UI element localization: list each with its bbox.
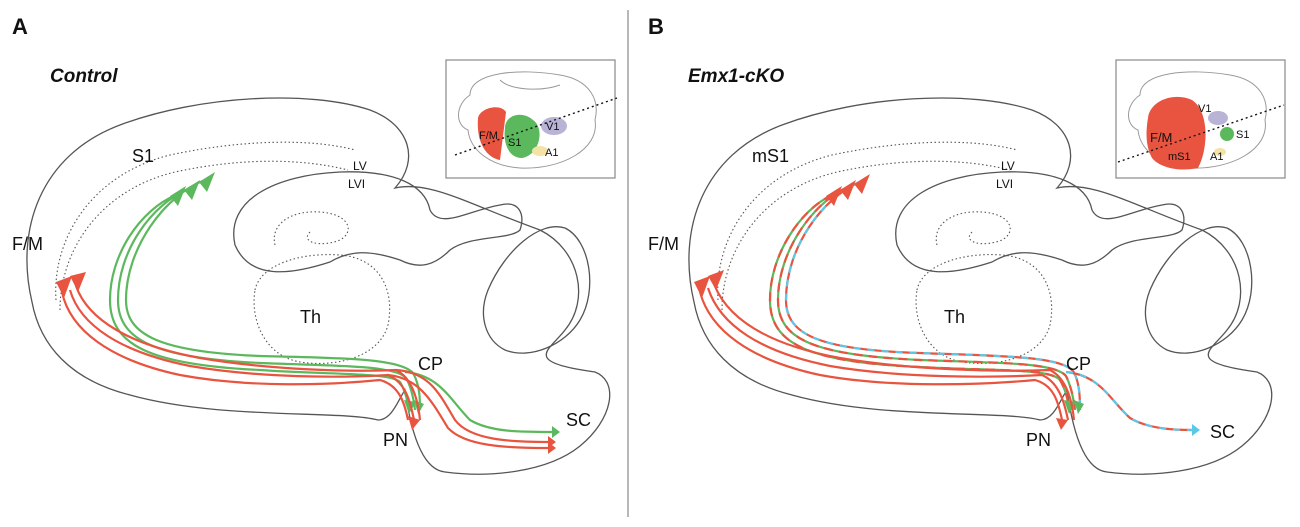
label-th: Th [300,307,321,327]
label-sc: SC [566,410,591,430]
red-projections [694,270,1076,430]
inset-a1-area [1214,148,1226,156]
inset-label-ms1: mS1 [1168,151,1191,163]
inset-a1-area [532,146,548,156]
inset-s1-area [504,114,540,158]
inset-section-line [1117,104,1285,163]
label-pn: PN [1026,430,1051,450]
inset-label-v1: V1 [546,121,559,133]
panel-b-condition: Emx1-cKO [688,66,784,87]
inset-mS1-area [1146,96,1206,170]
inset-label-fm: F/M [479,130,498,142]
label-cp: CP [418,354,443,374]
label-pn: PN [383,430,408,450]
label-lv: LV [1001,159,1015,173]
label-cp: CP [1066,354,1091,374]
label-lvi: LVI [348,177,365,191]
inset-label-fm: F/M [1150,130,1172,145]
label-th: Th [944,307,965,327]
label-lv: LV [353,159,367,173]
label-sc: SC [1210,422,1235,442]
panel-a-condition: Control [50,66,118,87]
inset-s1-area [1220,127,1234,141]
inset-label-a1: A1 [1210,151,1223,163]
inset-label-a1: A1 [545,147,558,159]
panel-b-letter: B [648,14,664,39]
panel-a: A Control S1 F/M LV LVI Th CP PN SC F/M … [12,14,618,475]
inset-label-s1: S1 [508,137,521,149]
label-fm: F/M [648,234,679,254]
label-ms1: mS1 [752,146,789,166]
inset-fm-area [477,107,506,160]
label-fm: F/M [12,234,43,254]
mixed-projections [768,174,1200,436]
label-s1: S1 [132,146,154,166]
inset-label-s1: S1 [1236,129,1249,141]
red-projections [56,272,556,454]
inset-label-v1: V1 [1198,103,1211,115]
panel-a-letter: A [12,14,28,39]
inset-v1-area [541,117,567,135]
inset-section-line [454,97,618,156]
label-lvi: LVI [996,177,1013,191]
panel-b: B Emx1-cKO mS1 F/M LV LVI Th CP PN SC V1… [648,14,1286,475]
inset-v1-area [1208,111,1228,125]
